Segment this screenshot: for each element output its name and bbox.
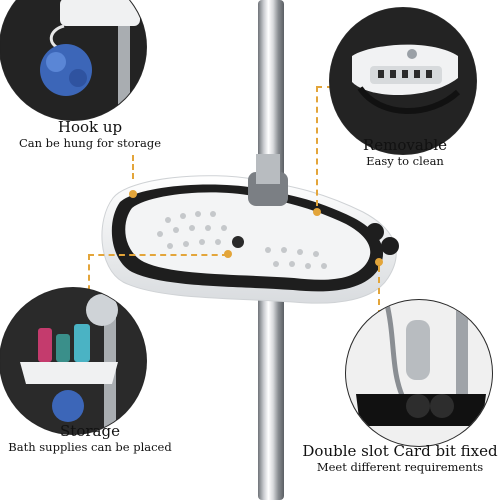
callout-hook-subtitle: Can be hung for storage [18,136,162,150]
callout-hook: Hook up Can be hung for storage [10,118,170,150]
leader-slot [378,266,381,316]
callout-slot-subtitle: Meet different requirements [316,460,484,474]
callout-hook-title: Hook up [57,118,123,136]
callout-slot: Double slot Card bit fixed Meet differen… [300,442,500,474]
slot-detail-photo [346,300,492,446]
storage-detail-photo [0,288,146,434]
leader-dot-slot [375,258,383,266]
callout-storage-title: Storage [60,422,120,440]
leader-removable-v [316,86,319,206]
hook-detail-photo [0,0,146,120]
storage-icon [0,288,146,434]
tray-image [101,154,399,304]
leader-storage [88,254,228,257]
leader-dot-removable [313,208,321,216]
leader-hook [132,155,135,179]
callout-removable: Removable Easy to clean [330,136,480,168]
callout-storage-subtitle: Bath supplies can be placed [8,440,172,454]
slot-icon [346,300,492,446]
leader-dot-hook [129,190,137,198]
callout-removable-title: Removable [362,136,448,154]
callout-removable-subtitle: Easy to clean [366,154,444,168]
main-tray [88,150,418,320]
leader-dot-storage [224,250,232,258]
callout-storage: Storage Bath supplies can be placed [0,422,180,454]
callout-slot-title: Double slot Card bit fixed [302,442,498,460]
leader-storage-v [88,254,91,312]
hook-icon [0,0,146,120]
removable-icon [330,8,476,154]
removable-detail-photo [330,8,476,154]
